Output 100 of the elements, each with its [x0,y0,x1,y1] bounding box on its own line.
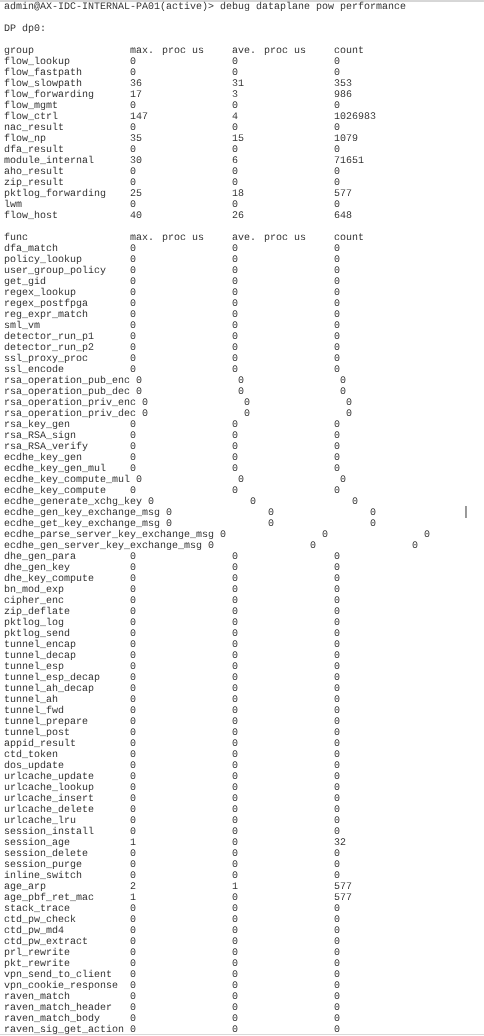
value-cell: 0 [334,948,340,956]
value-cell: 0 [232,310,238,318]
value-cell: 0 [334,453,340,461]
row-name: ecdhe_parse_server_key_exchange_msg [4,529,214,540]
value-cell: 0 [232,629,238,637]
value-cell: 0 [130,849,136,857]
value-cell: 0 [232,640,238,648]
row-name: ctd_pw_extract [4,936,87,947]
value-cell: 0 [334,827,340,835]
value-cell: 4 [232,112,238,119]
value-cell: 17 [130,90,142,97]
row-name: ecdhe_gen_server_key_exchange_msg [4,540,202,551]
value-cell: 0 [268,508,274,516]
value-cell: 0 [334,365,340,373]
row-name: nac_result [4,122,63,132]
value-cell: 0 [232,750,238,758]
value-cell: 0 [130,145,136,153]
row-name: sml_vm [4,320,40,330]
value-cell: 0 [232,288,238,296]
value-cell: 0 [130,365,136,373]
row-name: stack_trace [4,903,70,913]
value-cell: 0 [130,453,136,461]
row-name: tunnel_encap [4,639,76,650]
value-cell: 0 [250,497,256,505]
row-name: ssl_proxy_proc [4,353,88,364]
value-cell: 0 [220,530,226,538]
row-name: pkt_rewrite [4,958,70,969]
value-cell: 0 [130,585,136,593]
value-cell: 6 [232,156,238,164]
value-cell: 0 [232,783,238,791]
row-name: reg_expr_match [5,309,88,320]
value-cell: 0 [232,816,238,824]
value-cell: 0 [334,244,340,252]
value-cell: 0 [232,926,238,934]
value-cell: 0 [130,992,136,1000]
row-name: dhe_gen_para [4,551,76,562]
row-name: detector_run_p2 [4,342,94,353]
value-cell: 0 [232,827,238,835]
value-cell: 0 [232,365,238,373]
value-cell: 0 [334,981,340,989]
value-cell: 0 [232,442,238,450]
value-cell: 0 [268,519,274,527]
row-name: urlcache_lookup [4,782,94,793]
row-name: ssl_encode [4,364,64,374]
value-cell: 0 [232,596,238,604]
row-name: ctd_pw_md4 [4,925,64,936]
value-cell: 0 [238,475,244,483]
value-cell: 0 [130,618,136,626]
value-cell: 0 [334,717,340,725]
value-cell: 1026983 [334,112,376,120]
value-cell: 0 [232,167,238,175]
column-header: count [334,46,363,54]
row-name: rsa_RSA_sign [5,430,76,441]
value-cell: 35 [130,134,142,142]
value-cell: 3 [232,90,238,98]
value-cell: 0 [334,739,340,747]
value-cell: 0 [334,354,340,362]
row-name: tunnel_prepare [4,716,88,727]
value-cell: 0 [232,618,238,626]
value-cell: 0 [334,695,340,703]
row-name: rsa_operation_pub_enc [5,375,130,386]
value-cell: 25 [130,189,142,197]
row-name: ctd_pw_check [4,914,76,925]
row-name: session_purge [4,859,82,870]
row-name: ecdhe_get_key_exchange_msg [4,518,160,529]
value-cell: 0 [232,431,238,439]
value-cell: 0 [232,299,238,307]
value-cell: 0 [130,101,136,109]
value-cell: 0 [130,915,136,923]
value-cell: 0 [130,805,136,813]
value-cell: 1 [232,882,238,889]
value-cell: 0 [334,992,340,1000]
value-cell: 0 [130,728,136,736]
value-cell: 0 [334,926,340,934]
value-cell: 2 [130,882,136,889]
column-header: count [334,233,363,241]
value-cell: 0 [232,948,238,956]
value-cell: 0 [130,970,136,978]
value-cell: 0 [334,673,340,681]
value-cell: 0 [130,783,136,791]
value-cell: 0 [334,68,340,76]
value-cell: 577 [334,893,352,901]
row-name: zip_deflate [4,606,70,617]
value-cell: 0 [130,750,136,758]
row-name: raven_match_header [5,1002,112,1012]
row-name: pktlog_forwarding [4,188,106,199]
value-cell: 0 [130,1014,136,1022]
row-name: tunnel_esp [4,661,64,672]
value-cell: 0 [334,255,340,263]
value-cell: 0 [130,596,136,604]
value-cell: 0 [232,585,238,593]
value-cell: 0 [334,552,340,560]
value-cell: 0 [232,706,238,714]
value-cell: 0 [334,816,340,824]
value-cell: 32 [334,838,346,846]
value-cell: 0 [334,420,340,428]
value-cell: 0 [232,662,238,670]
value-cell: 31 [232,79,244,87]
row-name: flow_mgmt [4,100,57,111]
row-name: tunnel_decap [4,650,76,661]
